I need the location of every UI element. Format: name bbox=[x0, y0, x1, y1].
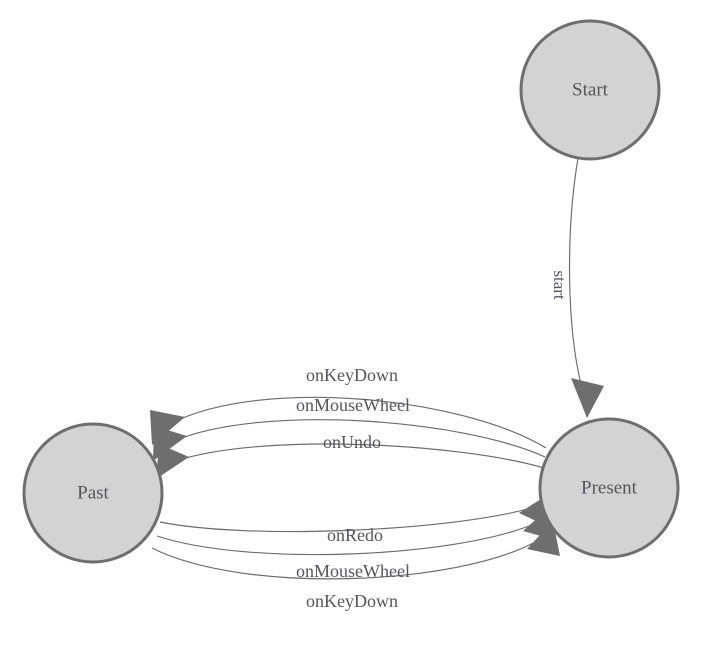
node-past-circle bbox=[22, 422, 164, 564]
node-past[interactable]: Past bbox=[22, 422, 164, 564]
edge-path-present-past-keydown bbox=[171, 396, 547, 449]
node-present-label: Present bbox=[581, 477, 638, 498]
arrowhead-present-past-undo bbox=[156, 444, 189, 479]
edge-path-present-past-wheel bbox=[173, 419, 546, 458]
node-present[interactable]: Present bbox=[538, 417, 680, 559]
node-present-circle bbox=[538, 417, 680, 559]
edge-label-present-past-mousewheel: onMouseWheel bbox=[296, 395, 410, 415]
edge-past-to-present-onkeydown[interactable] bbox=[151, 521, 560, 580]
edge-label-past-present-redo: onRedo bbox=[327, 525, 383, 545]
edge-label-past-present-keydown: onKeyDown bbox=[306, 591, 398, 611]
node-start-label: Start bbox=[572, 79, 609, 100]
arrowhead-start-present bbox=[571, 378, 604, 418]
edge-path-present-past-undo bbox=[175, 443, 545, 469]
node-start[interactable]: Start bbox=[519, 19, 661, 161]
edge-label-present-past-undo: onUndo bbox=[323, 432, 381, 452]
edge-label-start: start bbox=[550, 270, 569, 300]
node-start-circle bbox=[519, 19, 661, 161]
node-past-label: Past bbox=[77, 482, 109, 503]
arrowhead-past-present-keydown bbox=[527, 521, 560, 556]
edge-path-start-present bbox=[568, 157, 584, 393]
edge-path-past-present-redo bbox=[159, 507, 532, 533]
edge-path-past-present-wheel bbox=[156, 523, 535, 556]
edge-label-past-present-mousewheel: onMouseWheel bbox=[296, 561, 410, 581]
edge-present-to-past-onundo[interactable] bbox=[156, 443, 545, 479]
edge-label-present-past-keydown: onKeyDown bbox=[306, 365, 398, 385]
edge-start-to-present[interactable] bbox=[568, 157, 604, 418]
edge-path-past-present-keydown bbox=[151, 540, 538, 580]
